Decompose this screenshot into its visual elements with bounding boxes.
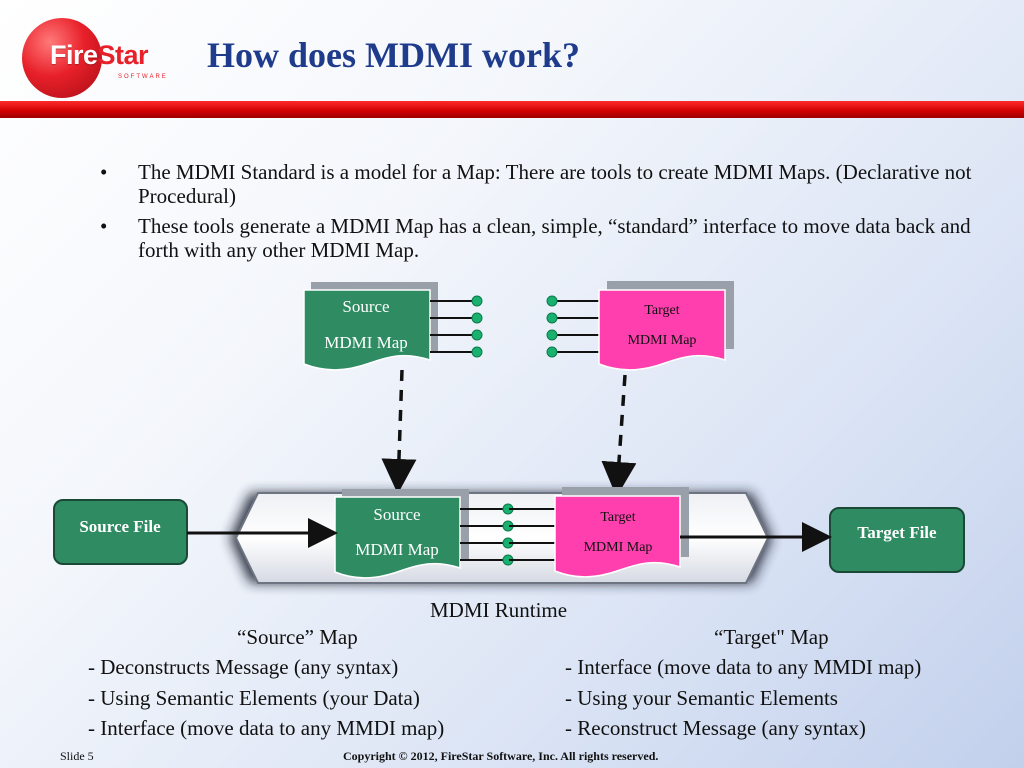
- slide-title: How does MDMI work?: [207, 35, 580, 75]
- top-source-label-line1: Source: [342, 297, 389, 316]
- source-map-item: - Deconstructs Message (any syntax): [88, 655, 399, 679]
- source-map-item: - Using Semantic Elements (your Data): [88, 686, 420, 710]
- dashed-arrow-source: [381, 369, 417, 494]
- bullet-dot: •: [100, 214, 108, 238]
- connector-dot: [471, 295, 483, 307]
- target-map-item: - Reconstruct Message (any syntax): [565, 716, 866, 740]
- connector-dot: [546, 295, 558, 307]
- header-red-bar: [0, 101, 1024, 118]
- target-file-box: Target File: [829, 507, 965, 573]
- source-map-heading: “Source” Map: [237, 625, 358, 649]
- bullet-item: • The MDMI Standard is a model for a Map:…: [100, 160, 980, 208]
- runtime-target-label-line1: Target: [600, 510, 635, 525]
- slide-number: Slide 5: [60, 749, 94, 763]
- runtime-target-label-line2: MDMI Map: [584, 540, 653, 555]
- target-map-item: - Interface (move data to any MMDI map): [565, 655, 922, 679]
- source-file-box: Source File: [53, 499, 188, 565]
- connector-dot: [546, 312, 558, 324]
- top-source-map: Source MDMI Map: [303, 282, 483, 371]
- top-source-label-line2: MDMI Map: [324, 333, 408, 352]
- dashed-arrow-target: [601, 374, 637, 497]
- bullet-item: • These tools generate a MDMI Map has a c…: [100, 214, 980, 262]
- connector-dot: [471, 346, 483, 358]
- connector-dot: [546, 329, 558, 341]
- target-map-item: - Using your Semantic Elements: [565, 686, 838, 710]
- bullet-dot: •: [100, 160, 108, 184]
- firestar-logo: FireStar SOFTWARE: [22, 18, 172, 98]
- runtime-source-label-line2: MDMI Map: [355, 540, 439, 559]
- logo-star: Star: [97, 40, 149, 70]
- bullet-text: The MDMI Standard is a model for a Map: …: [138, 160, 972, 208]
- runtime-target-map: Target MDMI Map: [509, 487, 689, 578]
- target-map-heading: “Target" Map: [714, 625, 829, 649]
- logo-wordmark: FireStar: [50, 40, 149, 71]
- bullet-list: • The MDMI Standard is a model for a Map:…: [100, 160, 980, 268]
- connector-dot: [471, 312, 483, 324]
- logo-circle: [22, 18, 102, 98]
- logo-fire: Fire: [50, 40, 98, 70]
- logo-subtext: SOFTWARE: [118, 74, 168, 80]
- top-target-label-line2: MDMI Map: [628, 333, 697, 348]
- target-file-label: Target File: [857, 523, 937, 542]
- source-map-item: - Interface (move data to any MMDI map): [88, 716, 445, 740]
- runtime-source-label-line1: Source: [373, 505, 420, 524]
- bullet-text: These tools generate a MDMI Map has a cl…: [138, 214, 971, 262]
- source-file-label: Source File: [79, 517, 161, 536]
- connector-dot: [546, 346, 558, 358]
- top-target-map: Target MDMI Map: [546, 281, 734, 371]
- runtime-label: MDMI Runtime: [430, 598, 568, 622]
- copyright-notice: Copyright © 2012, FireStar Software, Inc…: [343, 749, 659, 763]
- top-target-label-line1: Target: [644, 303, 679, 318]
- connector-dot: [471, 329, 483, 341]
- runtime-source-map: Source MDMI Map: [334, 489, 514, 579]
